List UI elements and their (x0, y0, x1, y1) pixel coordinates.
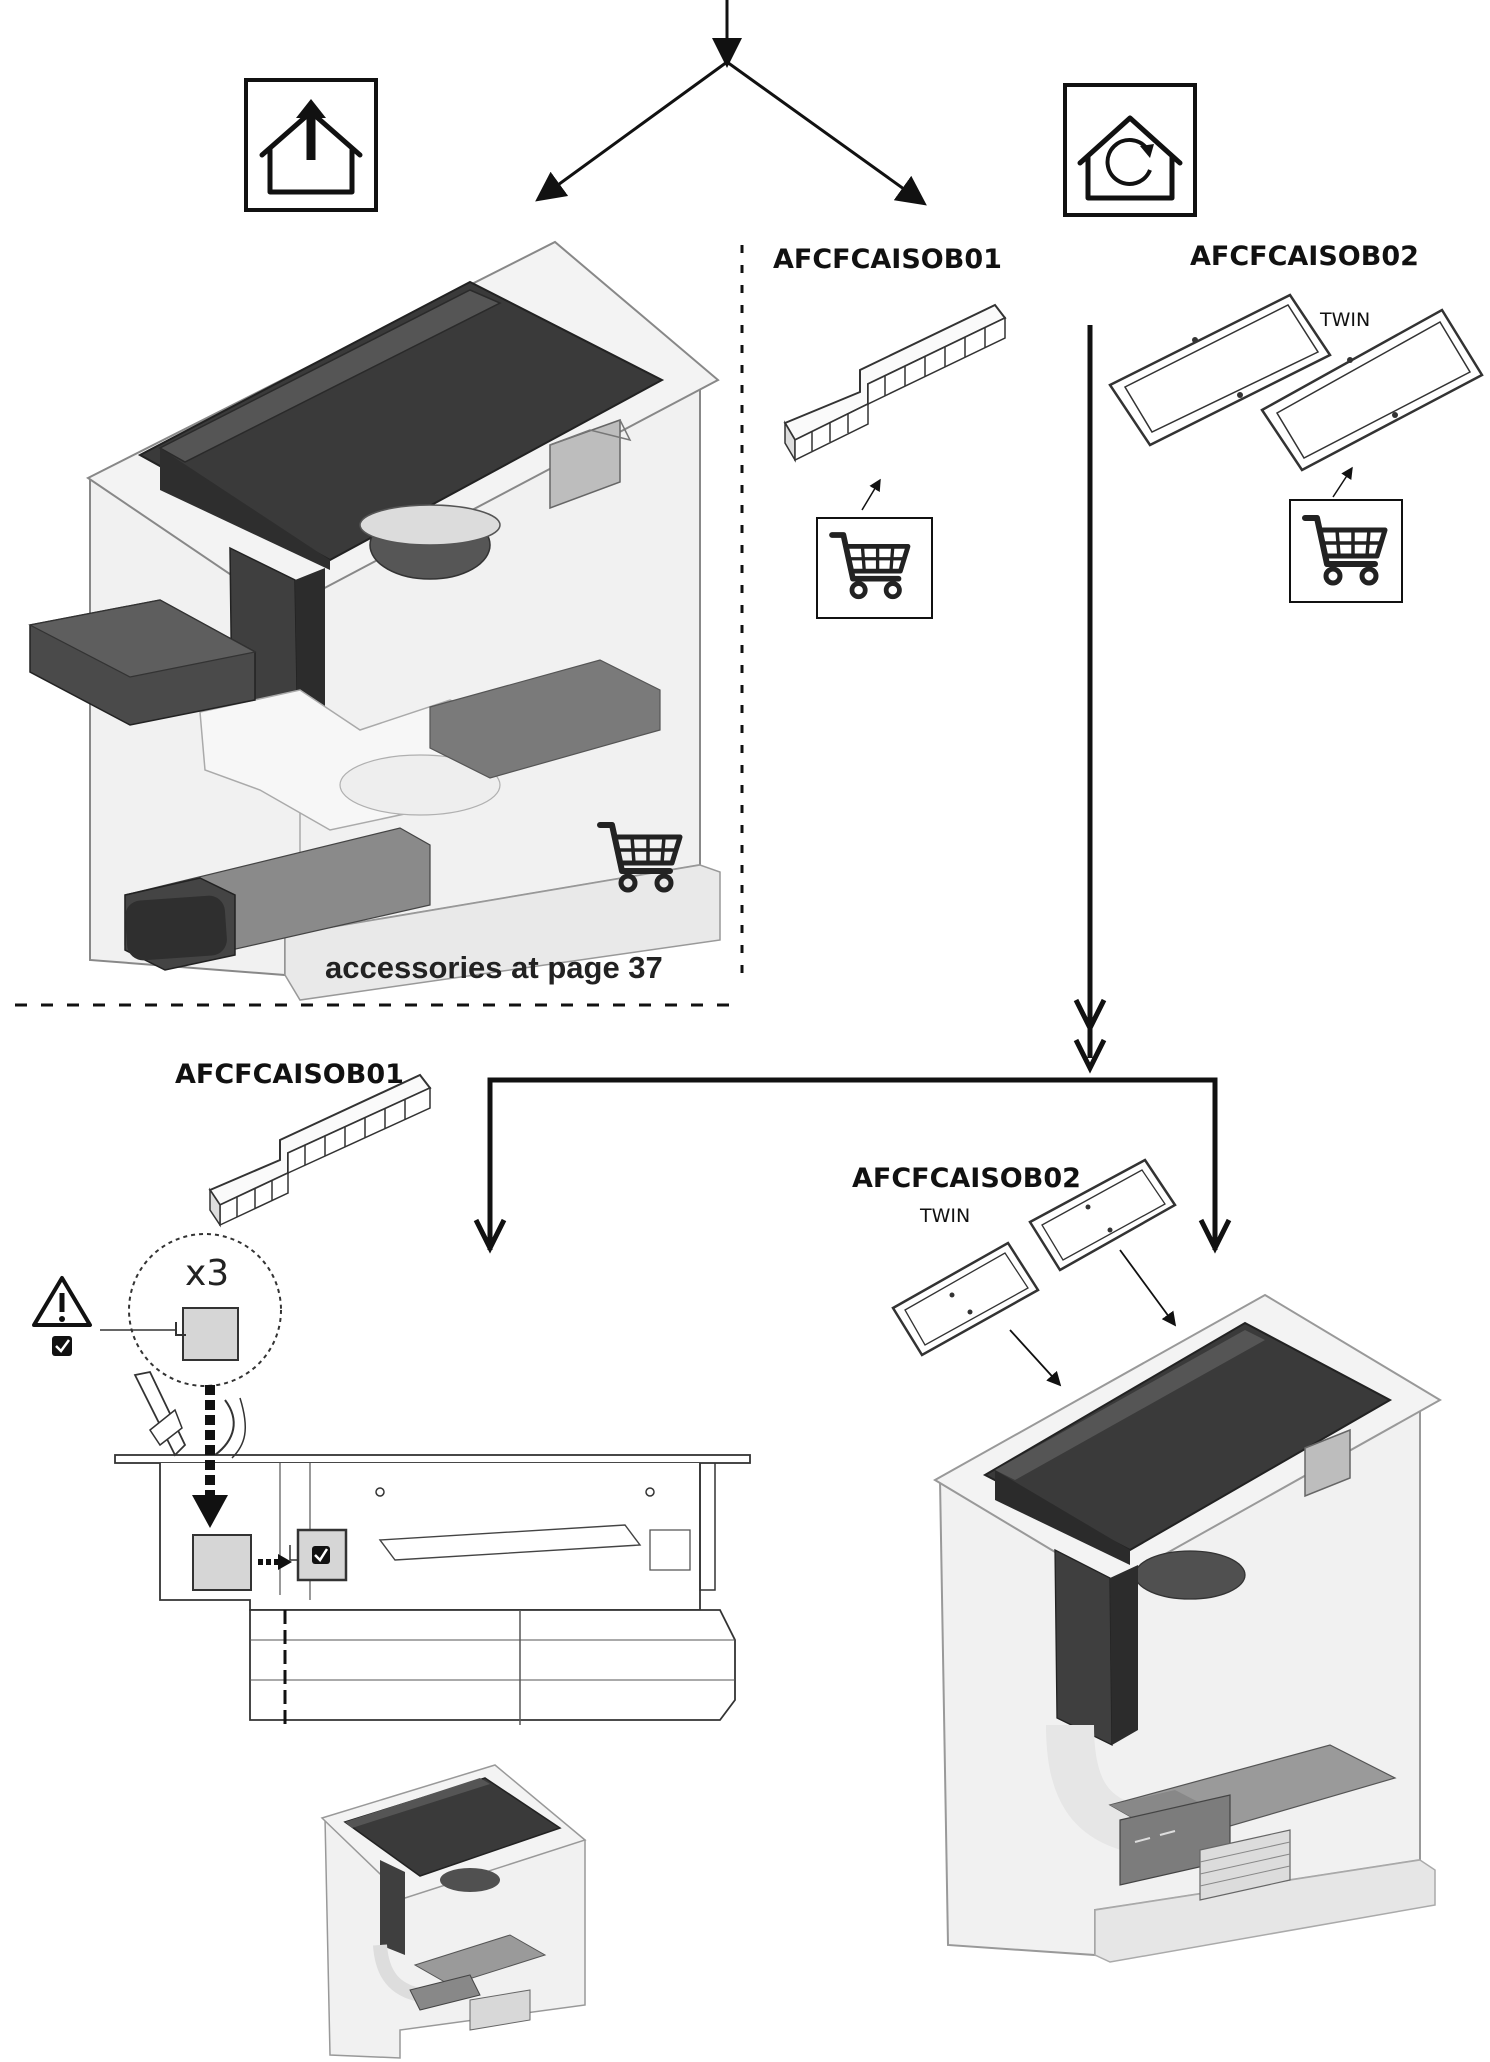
product-code-label: AFCFCAISOB02 (1190, 241, 1419, 272)
house-recirculation-icon (1063, 83, 1197, 217)
quantity-label: x3 (185, 1253, 229, 1294)
clip-detail-callout: x3 (100, 1233, 282, 1387)
recirculating-cabinet-illustration (933, 1293, 1442, 1963)
twin-label: TWIN (1319, 309, 1370, 331)
twin-filter-frames (1108, 293, 1484, 472)
shopping-cart-icon (816, 478, 933, 619)
twin-filter-frames (891, 1158, 1177, 1387)
mode-choice-arrows (535, 0, 927, 206)
product-code-label: AFCFCAISOB01 (175, 1059, 404, 1090)
product-code-label: AFCFCAISOB01 (773, 244, 1002, 275)
filter-strip-illustration (783, 303, 1007, 463)
twin-label: TWIN (919, 1205, 970, 1227)
warning-triangle-icon (32, 1276, 92, 1327)
recirculating-cabinet-small (320, 1764, 587, 2059)
hob-side-view-drawing (114, 1370, 751, 1725)
section-divider (15, 245, 744, 1007)
ducted-cabinet-illustration (28, 240, 721, 1001)
checkbox-icon (52, 1336, 72, 1356)
shopping-cart-icon (1289, 466, 1403, 603)
house-arrow-up-icon (244, 78, 378, 212)
flow-arrows (473, 325, 1232, 1254)
accessories-note: accessories at page 37 (325, 950, 663, 985)
product-code-label: AFCFCAISOB02 (852, 1163, 1081, 1194)
filter-strip-illustration (208, 1073, 432, 1228)
